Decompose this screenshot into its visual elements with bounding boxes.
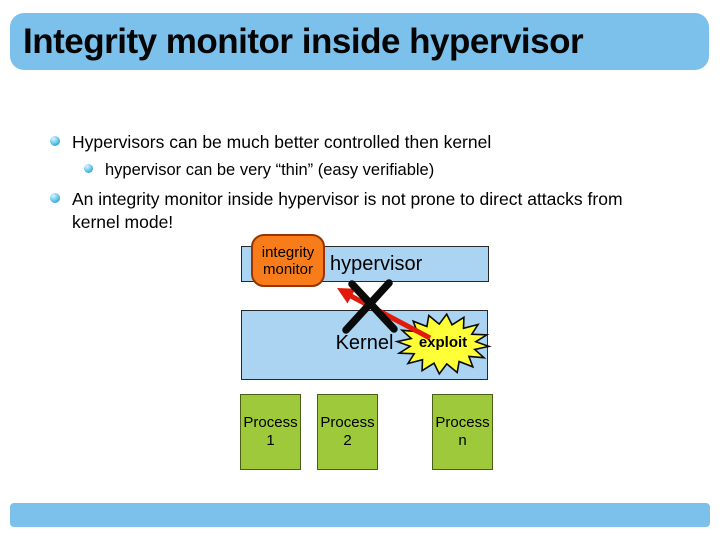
bullet-item: An integrity monitor inside hypervisor i… xyxy=(50,188,657,233)
process-1-box: Process 1 xyxy=(240,394,301,470)
integrity-monitor-label: integrity monitor xyxy=(261,243,315,278)
bullet-item-sub: hypervisor can be very “thin” (easy veri… xyxy=(84,159,434,182)
process-2-label: Process 2 xyxy=(320,414,375,449)
integrity-monitor-box: integrity monitor xyxy=(251,234,325,287)
process-1-label: Process 1 xyxy=(243,414,298,449)
process-2-box: Process 2 xyxy=(317,394,378,470)
slide-title: Integrity monitor inside hypervisor xyxy=(23,21,584,61)
process-n-box: Process n xyxy=(432,394,493,470)
bullet-sphere-icon xyxy=(50,136,60,146)
hypervisor-label: hypervisor xyxy=(330,252,423,275)
bullet-text: An integrity monitor inside hypervisor i… xyxy=(72,189,623,232)
slide-title-bar: Integrity monitor inside hypervisor xyxy=(10,13,709,70)
kernel-label: Kernel xyxy=(335,331,394,354)
bullet-sphere-icon xyxy=(84,164,93,173)
process-n-label: Process n xyxy=(435,414,490,449)
bullet-text: Hypervisors can be much better controlle… xyxy=(72,132,492,152)
bullet-sphere-icon xyxy=(50,193,60,203)
footer-accent-bar xyxy=(10,503,710,527)
bullet-item: Hypervisors can be much better controlle… xyxy=(50,131,491,154)
exploit-label: exploit xyxy=(418,334,468,351)
bullet-text: hypervisor can be very “thin” (easy veri… xyxy=(105,161,435,179)
